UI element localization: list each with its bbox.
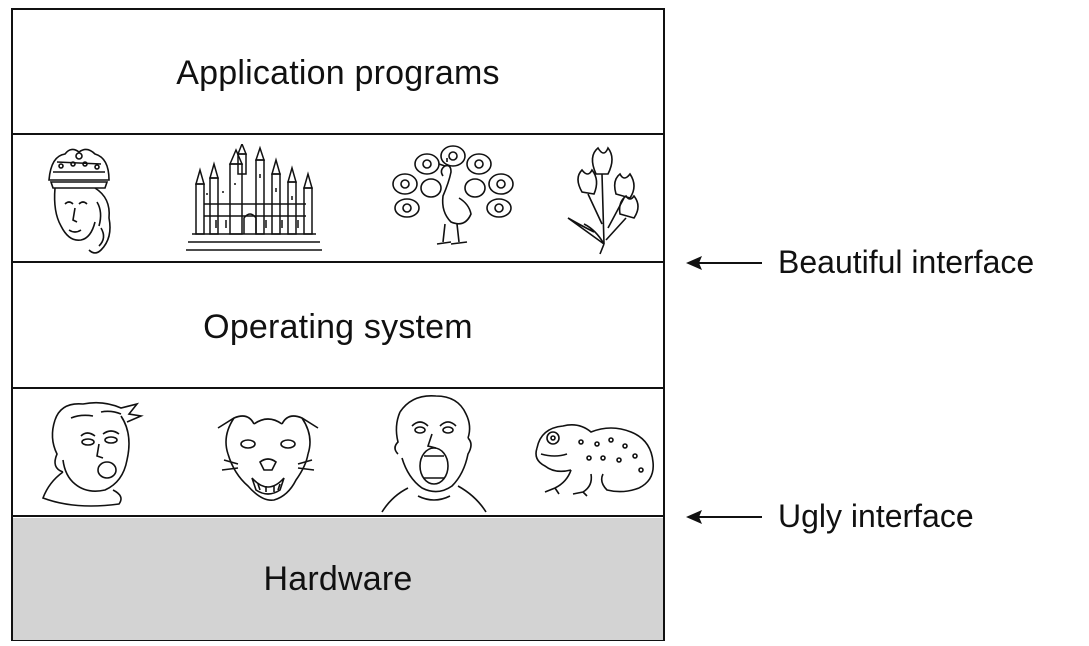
beautiful-pictures-row [13,136,663,264]
dog-icon [208,404,328,508]
toad-icon [531,418,657,498]
ugly-interface-annotation: Ugly interface [684,498,974,535]
hardware-layer: Hardware [13,518,663,640]
flower-icon [560,144,644,256]
ugly-interface-label: Ugly interface [778,498,974,534]
ugly-pictures-row [13,390,663,518]
queen-icon [39,142,119,258]
screaming-man-icon [378,392,490,514]
peacock-icon [385,142,521,258]
divider [13,261,663,263]
grimacing-man-icon [41,398,147,510]
operating-system-layer: Operating system [13,264,663,390]
left-arrow-icon [686,255,762,270]
beautiful-interface-label: Beautiful interface [778,244,1035,280]
application-programs-label: Application programs [176,53,500,92]
left-arrow-icon [686,509,762,524]
beautiful-interface-annotation: Beautiful interface [684,244,1034,281]
layer-stack: Application programs [11,8,665,641]
divider [13,515,663,517]
operating-system-label: Operating system [203,307,473,346]
application-programs-layer: Application programs [13,10,663,136]
divider [13,133,663,135]
divider [13,387,663,389]
hardware-label: Hardware [263,559,413,598]
castle-icon [186,144,322,256]
